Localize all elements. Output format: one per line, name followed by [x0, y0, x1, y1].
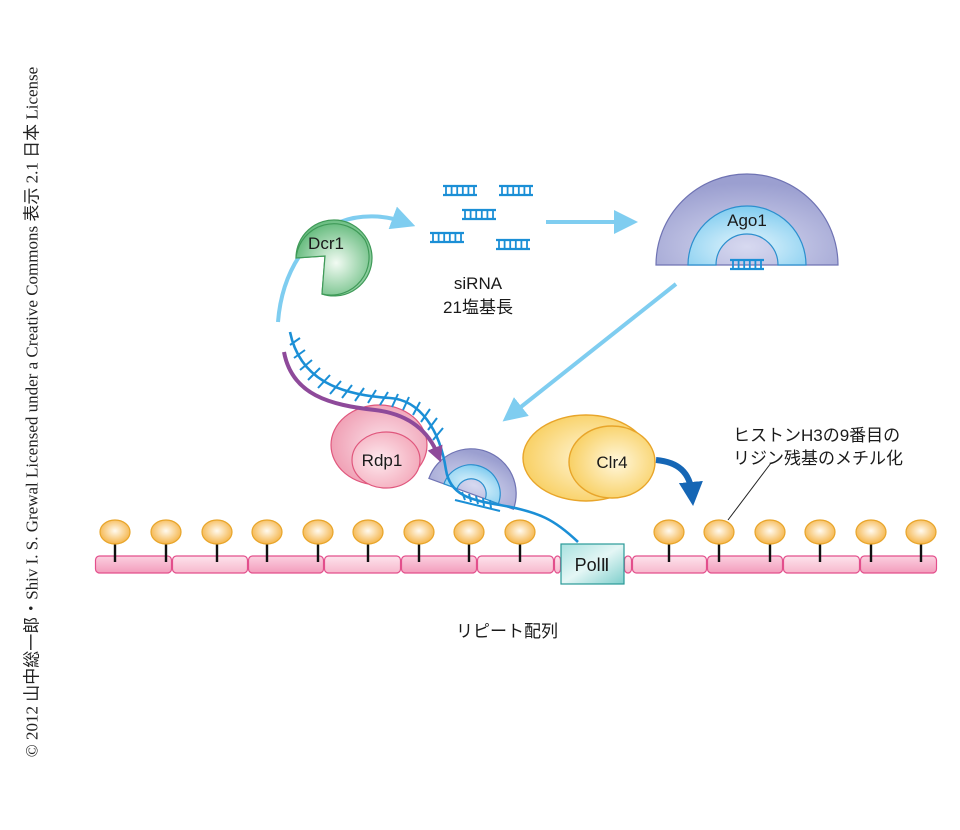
rna-base-pair [293, 349, 306, 359]
nucleosome-segment [171, 555, 249, 574]
clr4-enzyme: Clr4 [522, 414, 656, 502]
methyl-group [251, 519, 283, 545]
rna-base-pair [468, 493, 472, 503]
nucleosome-segment [623, 555, 633, 574]
methyl-group [703, 519, 735, 545]
histone-tail-methyl [804, 519, 836, 562]
rna-base-pair [367, 389, 377, 404]
methyl-group [653, 519, 685, 545]
rna-base-pair [329, 380, 342, 395]
methyl-group [905, 519, 937, 545]
methyl-group [150, 519, 182, 545]
chromatin-fiber [94, 519, 938, 574]
rna-duplex-rungs [289, 337, 492, 509]
methyl-group [201, 519, 233, 545]
methyl-group [754, 519, 786, 545]
rdp1-enzyme: Rdp1 [330, 404, 428, 489]
ago1-on-nascent-rna [428, 448, 517, 510]
nucleosome-segment [553, 555, 562, 574]
pol2-complex: PolⅡ [560, 543, 625, 585]
methylation-label-line1: ヒストンH3の9番目の [733, 426, 900, 445]
histone-tail-methyl [453, 519, 485, 562]
dcr1-label: Dcr1 [308, 234, 344, 253]
histone-tail-methyl [905, 519, 937, 562]
sirna-duplex [462, 208, 496, 221]
sirna-label: siRNA [454, 274, 503, 293]
rna-base-pair [489, 499, 492, 509]
methyl-group [855, 519, 887, 545]
rna-base-pair [412, 401, 421, 416]
ago1-complex: Ago1 [655, 173, 839, 271]
rdp1-synthesized-strand [282, 351, 443, 463]
histone-tail-methyl [352, 519, 384, 562]
methyl-group [302, 519, 334, 545]
sirna-duplex [496, 238, 530, 251]
histone-tail-methyl [703, 519, 735, 562]
ago1-label: Ago1 [727, 211, 767, 230]
rna-base-pair [354, 387, 365, 402]
histone-tail-methyl [201, 519, 233, 562]
rna-base-pair [299, 359, 313, 371]
methylation-label-line2: リジン残基のメチル化 [733, 449, 903, 468]
histone-tail-methyl [150, 519, 182, 562]
ago1-bound-sirna [730, 258, 764, 271]
repeat-sequence-label: リピート配列 [456, 622, 558, 641]
methylation-leader-line [727, 462, 772, 521]
histone-tail-methyl [302, 519, 334, 562]
nucleosome-segment [706, 555, 784, 574]
rna-base-pair [317, 374, 331, 389]
nucleosome-segment [400, 555, 478, 574]
nucleosome-segment [859, 555, 938, 574]
rdp1-label: Rdp1 [362, 451, 403, 470]
rna-base-pair [402, 396, 410, 411]
methyl-group [504, 519, 536, 545]
sirna-duplex [430, 231, 464, 244]
nucleosome-segment [476, 555, 555, 574]
methyl-group [99, 519, 131, 545]
pol2-label: PolⅡ [575, 555, 610, 575]
methyl-group [403, 519, 435, 545]
nucleosome-segment [94, 555, 173, 574]
nucleosome-segment [247, 555, 325, 574]
sirna-duplex [499, 184, 533, 197]
rna-base-pair [482, 497, 485, 507]
histone-tail-methyl [855, 519, 887, 562]
sirna-duplex [443, 184, 477, 197]
rna-base-pair [461, 491, 466, 501]
ago1-inner-shell [687, 205, 807, 266]
histone-tail-methyl [504, 519, 536, 562]
nucleosome-segment [323, 555, 402, 574]
sirna-length-label: 21塩基長 [443, 298, 513, 317]
sirna-group [430, 184, 533, 251]
histone-tail-methyl [99, 519, 131, 562]
histone-tail-methyl [251, 519, 283, 562]
rna-base-pair [427, 417, 438, 431]
methyl-group [453, 519, 485, 545]
rna-base-pair [341, 384, 353, 399]
arrow-ago1-to-nascent-rna [502, 282, 678, 422]
histone-tail-methyl [754, 519, 786, 562]
rna-base-pair [289, 337, 301, 346]
histone-tail-methyl [403, 519, 435, 562]
methyl-group [352, 519, 384, 545]
rna-base-pair [475, 495, 479, 505]
rna-base-pair [307, 367, 321, 381]
rna-base-pair [379, 391, 389, 406]
clr4-label: Clr4 [596, 453, 627, 472]
nucleosome-segment [782, 555, 861, 574]
sirna-duplex [730, 258, 764, 271]
copyright-credit: © 2012 山中総一郎・Shiv I. S. Grewal Licensed … [22, 66, 42, 758]
rna-base-pair [420, 408, 431, 423]
rna-base-pair [391, 393, 399, 408]
histone-tail-methyl [653, 519, 685, 562]
sirna-in-small-ago [454, 499, 501, 512]
rna-base-pair [432, 427, 444, 441]
methyl-group [804, 519, 836, 545]
dcr1-enzyme: Dcr1 [295, 219, 373, 297]
nascent-rna-strand [288, 331, 579, 543]
methylation-arrow [655, 457, 703, 506]
